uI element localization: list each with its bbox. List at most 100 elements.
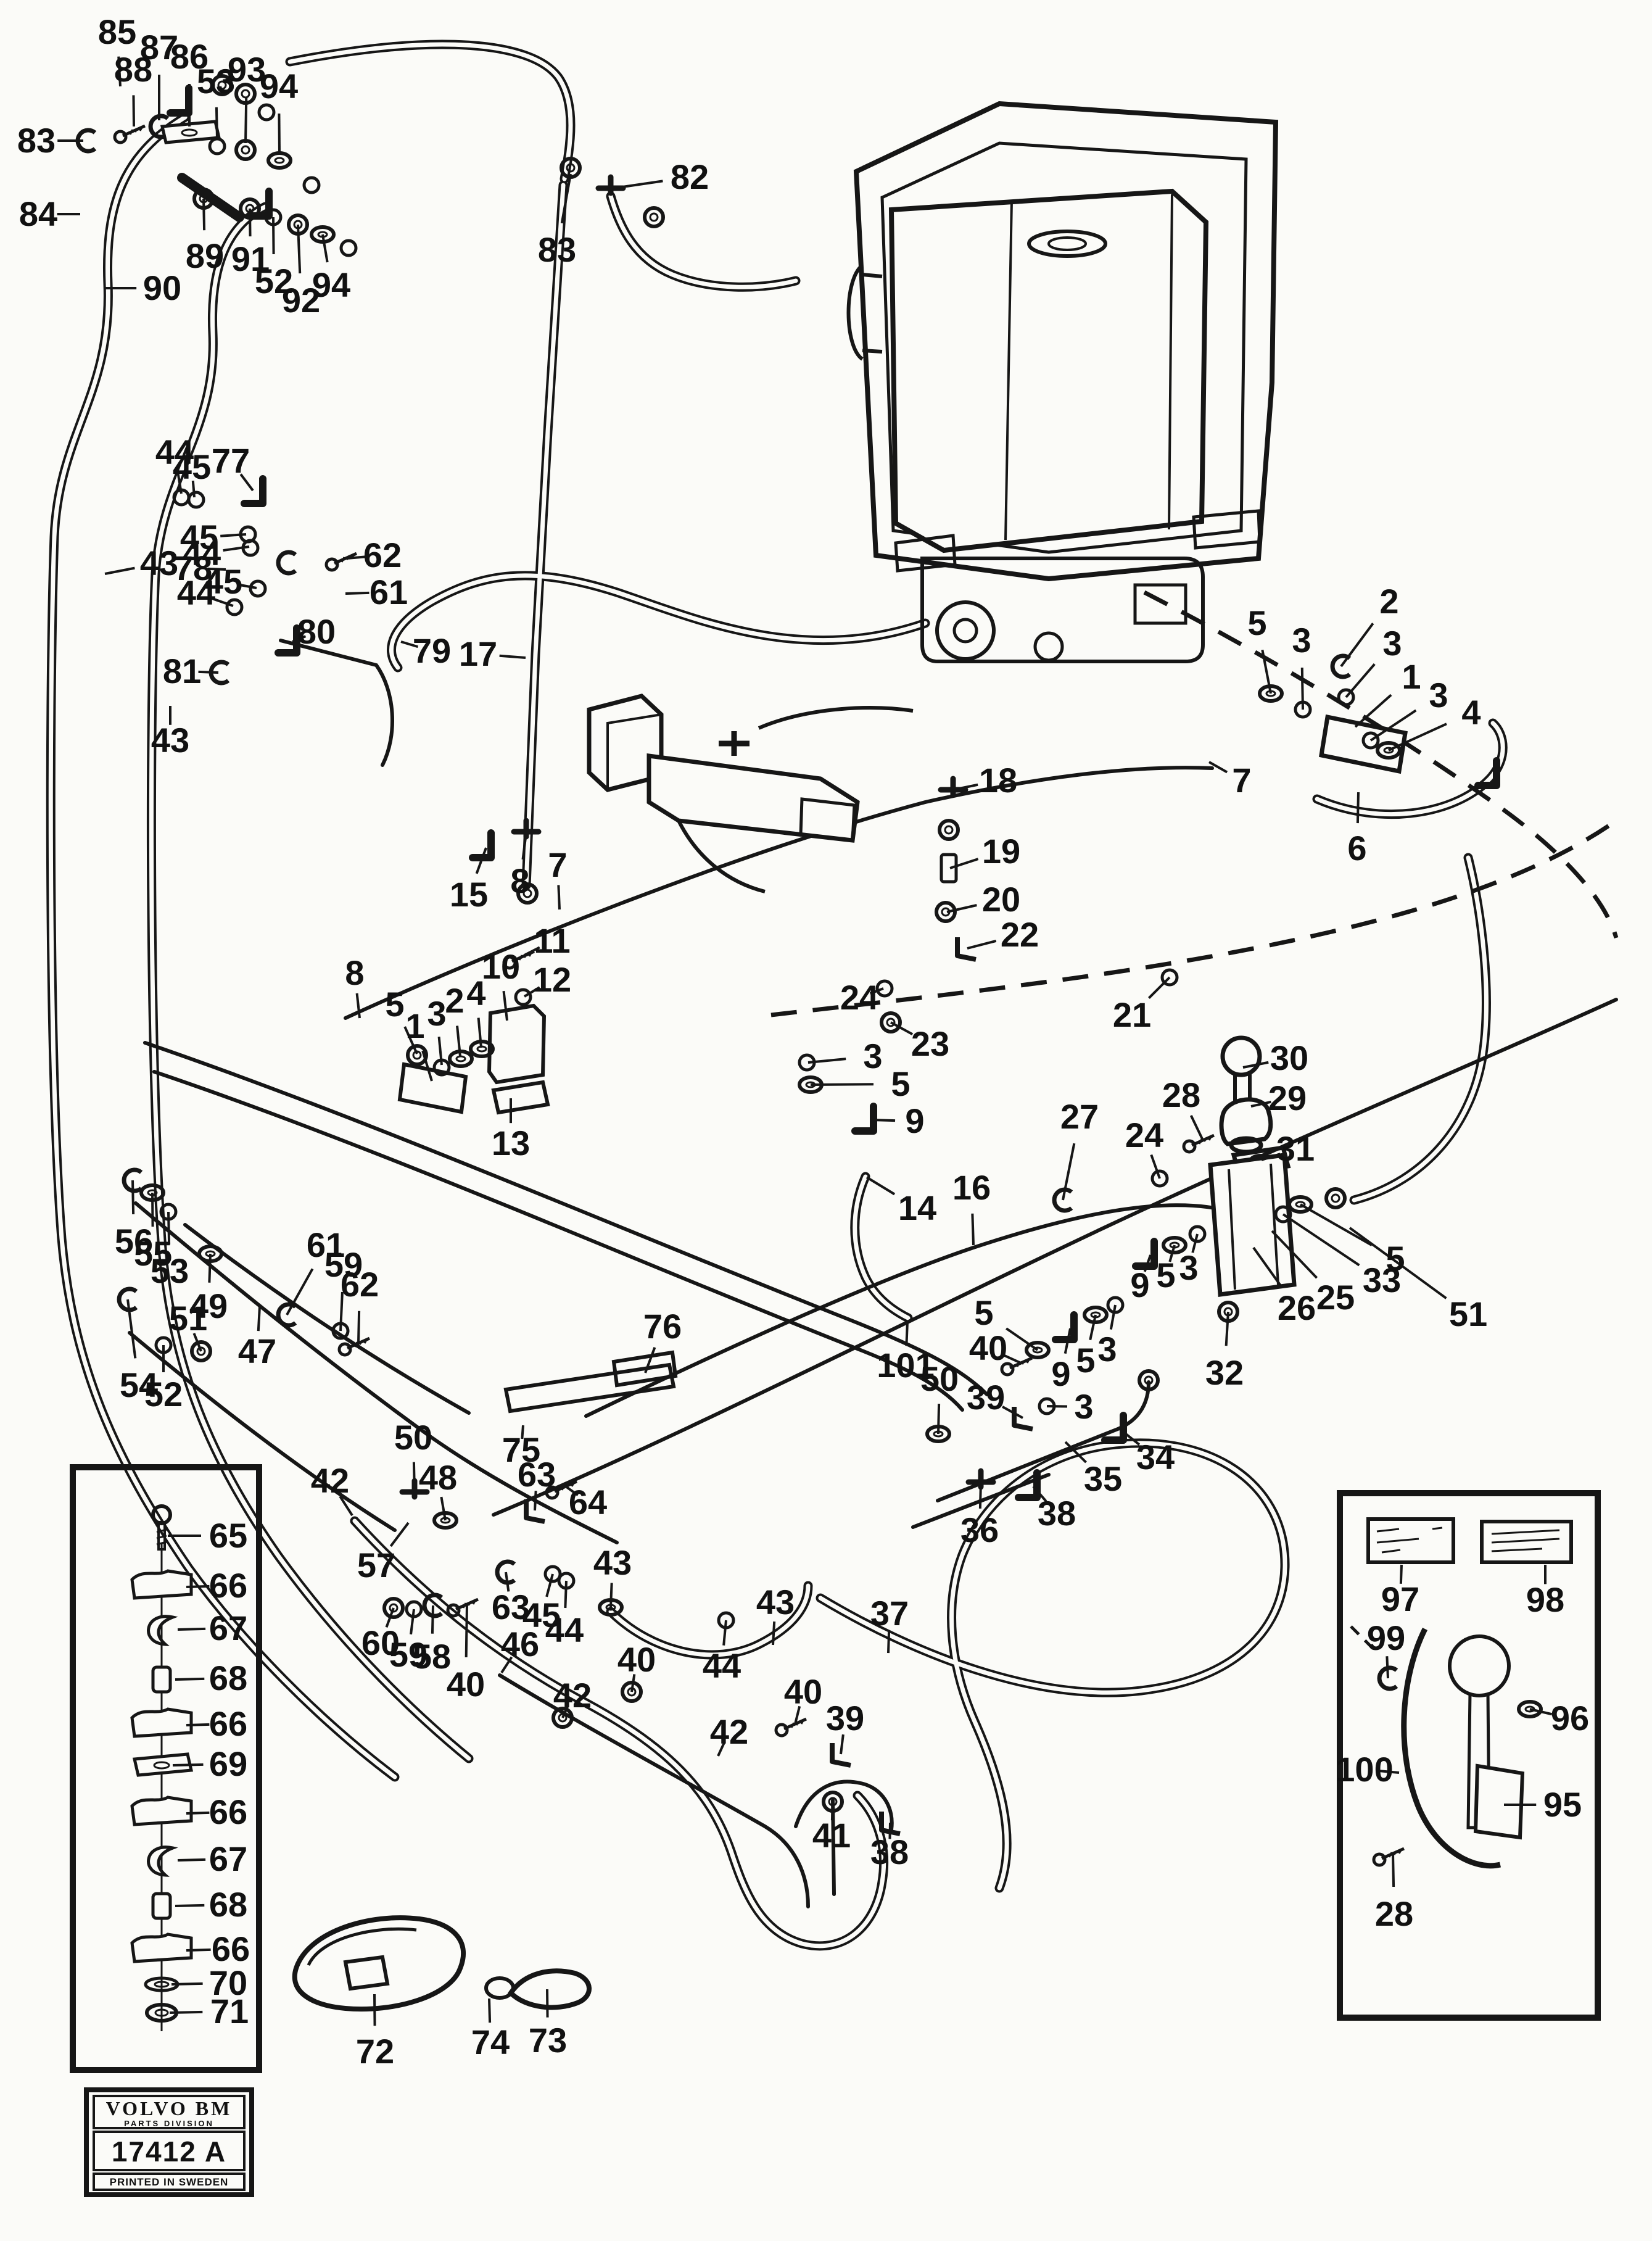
callout-71: 71 <box>210 1992 249 2031</box>
volvo-stamp: VOLVO BM PARTS DIVISION 17412 A PRINTED … <box>84 2087 254 2197</box>
callout-5: 5 <box>1247 603 1266 642</box>
callout-48: 48 <box>419 1458 457 1497</box>
valve-end-cap <box>799 797 856 842</box>
tank-filler-cap <box>1027 230 1107 258</box>
leader-line-12 <box>523 986 540 998</box>
callout-17: 17 <box>459 634 497 673</box>
leader-line-46 <box>500 1656 513 1674</box>
plateS-icon <box>132 1752 194 1777</box>
leader-line-44 <box>212 597 234 607</box>
leader-line-44 <box>564 1580 568 1609</box>
callout-5: 5 <box>385 985 404 1024</box>
leader-line-73 <box>546 1989 549 2018</box>
pump-body <box>920 557 1205 663</box>
nut-icon <box>211 74 233 96</box>
leader-line-42 <box>717 1742 725 1757</box>
leader-line-3 <box>1109 1304 1117 1330</box>
pipe-101 <box>494 1000 1616 1515</box>
leader-line-49 <box>208 1253 212 1283</box>
stamp-division: PARTS DIVISION <box>124 2119 214 2128</box>
callout-41: 41 <box>812 1816 851 1855</box>
callout-5: 5 <box>1076 1341 1095 1380</box>
bracket-icon <box>1012 1407 1033 1431</box>
clamp-icon <box>130 1707 193 1738</box>
leader-line-10 <box>502 990 508 1021</box>
leader-line-67 <box>177 1627 206 1631</box>
leader-line-9 <box>1063 1328 1072 1354</box>
callout-51: 51 <box>1449 1294 1487 1333</box>
callout-15: 15 <box>450 875 488 914</box>
callout-45: 45 <box>522 1596 561 1634</box>
solenoid-box-edge <box>606 713 662 790</box>
leader-line-62 <box>357 1311 361 1344</box>
callout-83: 83 <box>17 121 56 160</box>
bracket-icon <box>955 937 977 962</box>
nut-icon <box>234 139 257 161</box>
leader-line-44 <box>223 545 250 552</box>
leader-line-1 <box>1354 694 1392 728</box>
callout-44: 44 <box>177 573 215 612</box>
callout-9: 9 <box>905 1101 924 1140</box>
callout-61: 61 <box>307 1225 345 1264</box>
callout-29: 29 <box>1268 1079 1307 1117</box>
nut-icon <box>1324 1187 1347 1209</box>
leader-line-8 <box>355 993 361 1019</box>
callout-40: 40 <box>617 1640 656 1679</box>
callout-5: 5 <box>974 1293 993 1332</box>
pump-valve-block <box>1133 583 1187 625</box>
callout-37: 37 <box>870 1594 909 1633</box>
callout-56: 56 <box>115 1222 153 1261</box>
leader-line-14 <box>865 1176 896 1196</box>
hook-icon <box>147 1845 178 1877</box>
leader-line-77 <box>239 473 254 492</box>
callout-24: 24 <box>840 978 878 1017</box>
valve-top-pipe <box>758 706 914 730</box>
washer-icon <box>1274 1205 1292 1224</box>
leader-line-3 <box>437 1037 443 1066</box>
oil-tank-assembly <box>846 101 1279 663</box>
callout-4: 4 <box>1461 693 1481 732</box>
callout-100: 100 <box>1336 1750 1393 1789</box>
leader-line-4 <box>477 1017 482 1048</box>
leader-line-36 <box>978 1481 982 1509</box>
pump-shaft <box>952 618 978 644</box>
leader-line-52 <box>272 217 275 255</box>
callout-49: 49 <box>189 1286 228 1325</box>
nut-icon <box>382 1597 405 1619</box>
nut-icon <box>551 1707 574 1729</box>
tank-filler-cap-inner <box>1047 236 1087 251</box>
callout-50: 50 <box>394 1418 432 1457</box>
leader-line-80 <box>292 635 307 643</box>
leader-line-8 <box>521 832 527 860</box>
leader-line-94 <box>321 234 329 263</box>
screw-icon <box>113 124 146 144</box>
callout-82: 82 <box>671 157 709 196</box>
callout-89: 89 <box>186 236 224 275</box>
callout-92: 92 <box>282 281 320 320</box>
leader-line-3 <box>1191 1233 1199 1253</box>
callout-43: 43 <box>756 1583 795 1622</box>
tee-icon <box>938 776 968 798</box>
callout-80: 80 <box>297 612 336 651</box>
clip-icon <box>148 114 170 139</box>
leader-line-92 <box>297 224 302 274</box>
tank-bracket <box>853 101 1279 582</box>
leader-line-5 <box>1300 1203 1373 1246</box>
callout-21: 21 <box>1113 995 1151 1034</box>
leader-line-100 <box>1380 1770 1400 1774</box>
leader-line-20 <box>946 904 977 913</box>
leader-line-40 <box>465 1604 468 1658</box>
leader-line-37 <box>887 1631 891 1654</box>
leader-line-16 <box>971 1213 975 1246</box>
callout-66: 66 <box>212 1929 250 1968</box>
strap-72 <box>292 1915 466 2012</box>
hose-top-arc <box>290 44 571 179</box>
tank-body <box>888 188 1209 553</box>
leader-line-88 <box>132 95 135 127</box>
callout-62: 62 <box>341 1265 379 1304</box>
callout-47: 47 <box>238 1332 276 1370</box>
hose-33-side <box>1354 858 1486 1200</box>
screw-icon <box>1372 1847 1405 1867</box>
leader-line-30 <box>1242 1061 1269 1069</box>
leader-line-5 <box>810 1083 874 1086</box>
